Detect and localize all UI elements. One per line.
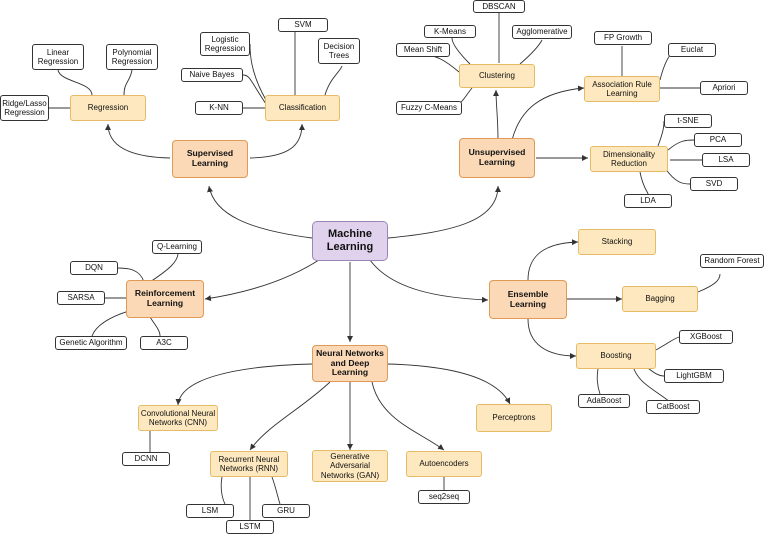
edge-ml-unsupervised <box>387 185 501 239</box>
edge-bagging-rforest <box>697 273 721 293</box>
edge-classification-nbayes <box>242 74 267 105</box>
edge-rnn-lsm <box>220 476 226 505</box>
node-regression[interactable]: Regression <box>70 95 146 121</box>
edge-dimred-tsne <box>657 120 665 147</box>
edge-ml-reinforcement <box>204 257 323 302</box>
edge-rnn-gru <box>271 476 281 505</box>
edge-unsupervised-assoc <box>511 85 585 141</box>
edge-ml-ensemble <box>369 259 489 303</box>
node-pca[interactable]: PCA <box>694 133 742 147</box>
node-genetic-algorithm[interactable]: Genetic Algorithm <box>55 336 127 350</box>
edge-dimred-pca <box>667 139 695 151</box>
edge-ensemble-boosting <box>527 318 577 359</box>
edge-reinforcement-genetic <box>91 309 133 337</box>
node-lsa[interactable]: LSA <box>702 153 750 167</box>
node-cnn[interactable]: Convolutional Neural Networks (CNN) <box>138 405 218 431</box>
node-rnn[interactable]: Recurrent Neural Networks (RNN) <box>210 451 288 477</box>
node-supervised-learning[interactable]: Supervised Learning <box>172 140 248 178</box>
node-seq2seq[interactable]: seq2seq <box>418 490 470 504</box>
edge-clustering-meanshift <box>424 54 460 73</box>
edge-reinforcement-a3c <box>149 316 161 337</box>
edge-boosting-adaboost <box>596 368 601 395</box>
node-dqn[interactable]: DQN <box>70 261 118 275</box>
node-lstm[interactable]: LSTM <box>226 520 274 534</box>
edge-unsupervised-clustering <box>493 89 500 141</box>
node-mean-shift[interactable]: Mean Shift <box>396 43 450 57</box>
node-gru[interactable]: GRU <box>262 504 310 518</box>
node-xgboost[interactable]: XGBoost <box>679 330 733 344</box>
node-reinforcement-learning[interactable]: Reinforcement Learning <box>126 280 204 318</box>
edge-nn-rnn <box>249 381 331 451</box>
node-kmeans[interactable]: K-Means <box>424 25 476 38</box>
node-decision-trees[interactable]: Decision Trees <box>318 38 360 64</box>
node-bagging[interactable]: Bagging <box>622 286 698 312</box>
node-machine-learning[interactable]: Machine Learning <box>312 221 388 261</box>
node-boosting[interactable]: Boosting <box>576 343 656 369</box>
edge-ml-supervised <box>207 185 313 239</box>
node-catboost[interactable]: CatBoost <box>646 400 700 414</box>
node-fp-growth[interactable]: FP Growth <box>594 31 652 45</box>
node-a3c[interactable]: A3C <box>140 336 188 350</box>
node-svm[interactable]: SVM <box>278 18 328 32</box>
node-ensemble-learning[interactable]: Ensemble Learning <box>489 280 567 319</box>
edge-classification-dtrees <box>324 65 343 96</box>
node-clustering[interactable]: Clustering <box>459 64 535 88</box>
node-lightgbm[interactable]: LightGBM <box>664 369 724 383</box>
edge-supervised-regression <box>105 123 171 159</box>
node-naive-bayes[interactable]: Naive Bayes <box>181 68 243 82</box>
edge-reinforcement-dqn <box>117 267 145 283</box>
node-sarsa[interactable]: SARSA <box>57 291 105 305</box>
node-tsne[interactable]: t-SNE <box>664 114 712 128</box>
node-svd[interactable]: SVD <box>690 177 738 191</box>
node-random-forest[interactable]: Random Forest <box>700 254 764 268</box>
edge-boosting-xgboost <box>655 336 680 351</box>
node-q-learning[interactable]: Q-Learning <box>152 240 202 254</box>
node-adaboost[interactable]: AdaBoost <box>578 394 630 408</box>
node-stacking[interactable]: Stacking <box>578 229 656 255</box>
node-perceptrons[interactable]: Perceptrons <box>476 404 552 432</box>
edge-regression-linear <box>57 69 93 96</box>
node-polynomial-regression[interactable]: Polynomial Regression <box>106 44 158 70</box>
edge-nn-cnn <box>175 363 313 406</box>
node-classification[interactable]: Classification <box>265 95 340 121</box>
edge-reinforcement-qlearning <box>149 252 179 283</box>
node-agglomerative[interactable]: Agglomerative <box>512 25 572 39</box>
node-neural-networks[interactable]: Neural Networks and Deep Learning <box>312 345 388 382</box>
node-fuzzy-c-means[interactable]: Fuzzy C-Means <box>396 101 462 115</box>
node-association-rule-learning[interactable]: Association Rule Learning <box>584 76 660 102</box>
node-logistic-regression[interactable]: Logistic Regression <box>200 32 250 56</box>
node-lsm[interactable]: LSM <box>186 504 234 518</box>
node-autoencoders[interactable]: Autoencoders <box>406 451 482 477</box>
edge-nn-perceptrons <box>387 363 511 405</box>
node-apriori[interactable]: Apriori <box>700 81 748 95</box>
edge-clustering-agglo <box>519 39 543 65</box>
edge-regression-polynomial <box>123 69 133 96</box>
node-dcnn[interactable]: DCNN <box>122 452 170 466</box>
node-unsupervised-learning[interactable]: Unsupervised Learning <box>459 138 535 178</box>
node-knn[interactable]: K-NN <box>195 101 243 115</box>
node-dbscan[interactable]: DBSCAN <box>473 0 525 13</box>
edge-boosting-lightgbm <box>647 367 665 377</box>
node-ridge-lasso-regression[interactable]: Ridge/Lasso Regression <box>0 95 49 121</box>
edge-boosting-catboost <box>633 368 671 403</box>
node-lda[interactable]: LDA <box>624 194 672 208</box>
node-gan[interactable]: Generative Adversarial Networks (GAN) <box>312 450 388 482</box>
edge-clustering-kmeans <box>451 37 471 65</box>
node-linear-regression[interactable]: Linear Regression <box>32 44 84 70</box>
edge-classification-logistic <box>249 43 267 101</box>
edge-dimred-svd <box>664 167 691 185</box>
edge-dimred-lda <box>639 171 649 195</box>
node-dimensionality-reduction[interactable]: Dimensionality Reduction <box>590 146 668 172</box>
node-euclat[interactable]: Euclat <box>668 43 716 57</box>
edge-supervised-classification <box>249 123 305 159</box>
edge-nn-autoenc <box>371 381 445 451</box>
edge-ensemble-stacking <box>527 239 579 281</box>
